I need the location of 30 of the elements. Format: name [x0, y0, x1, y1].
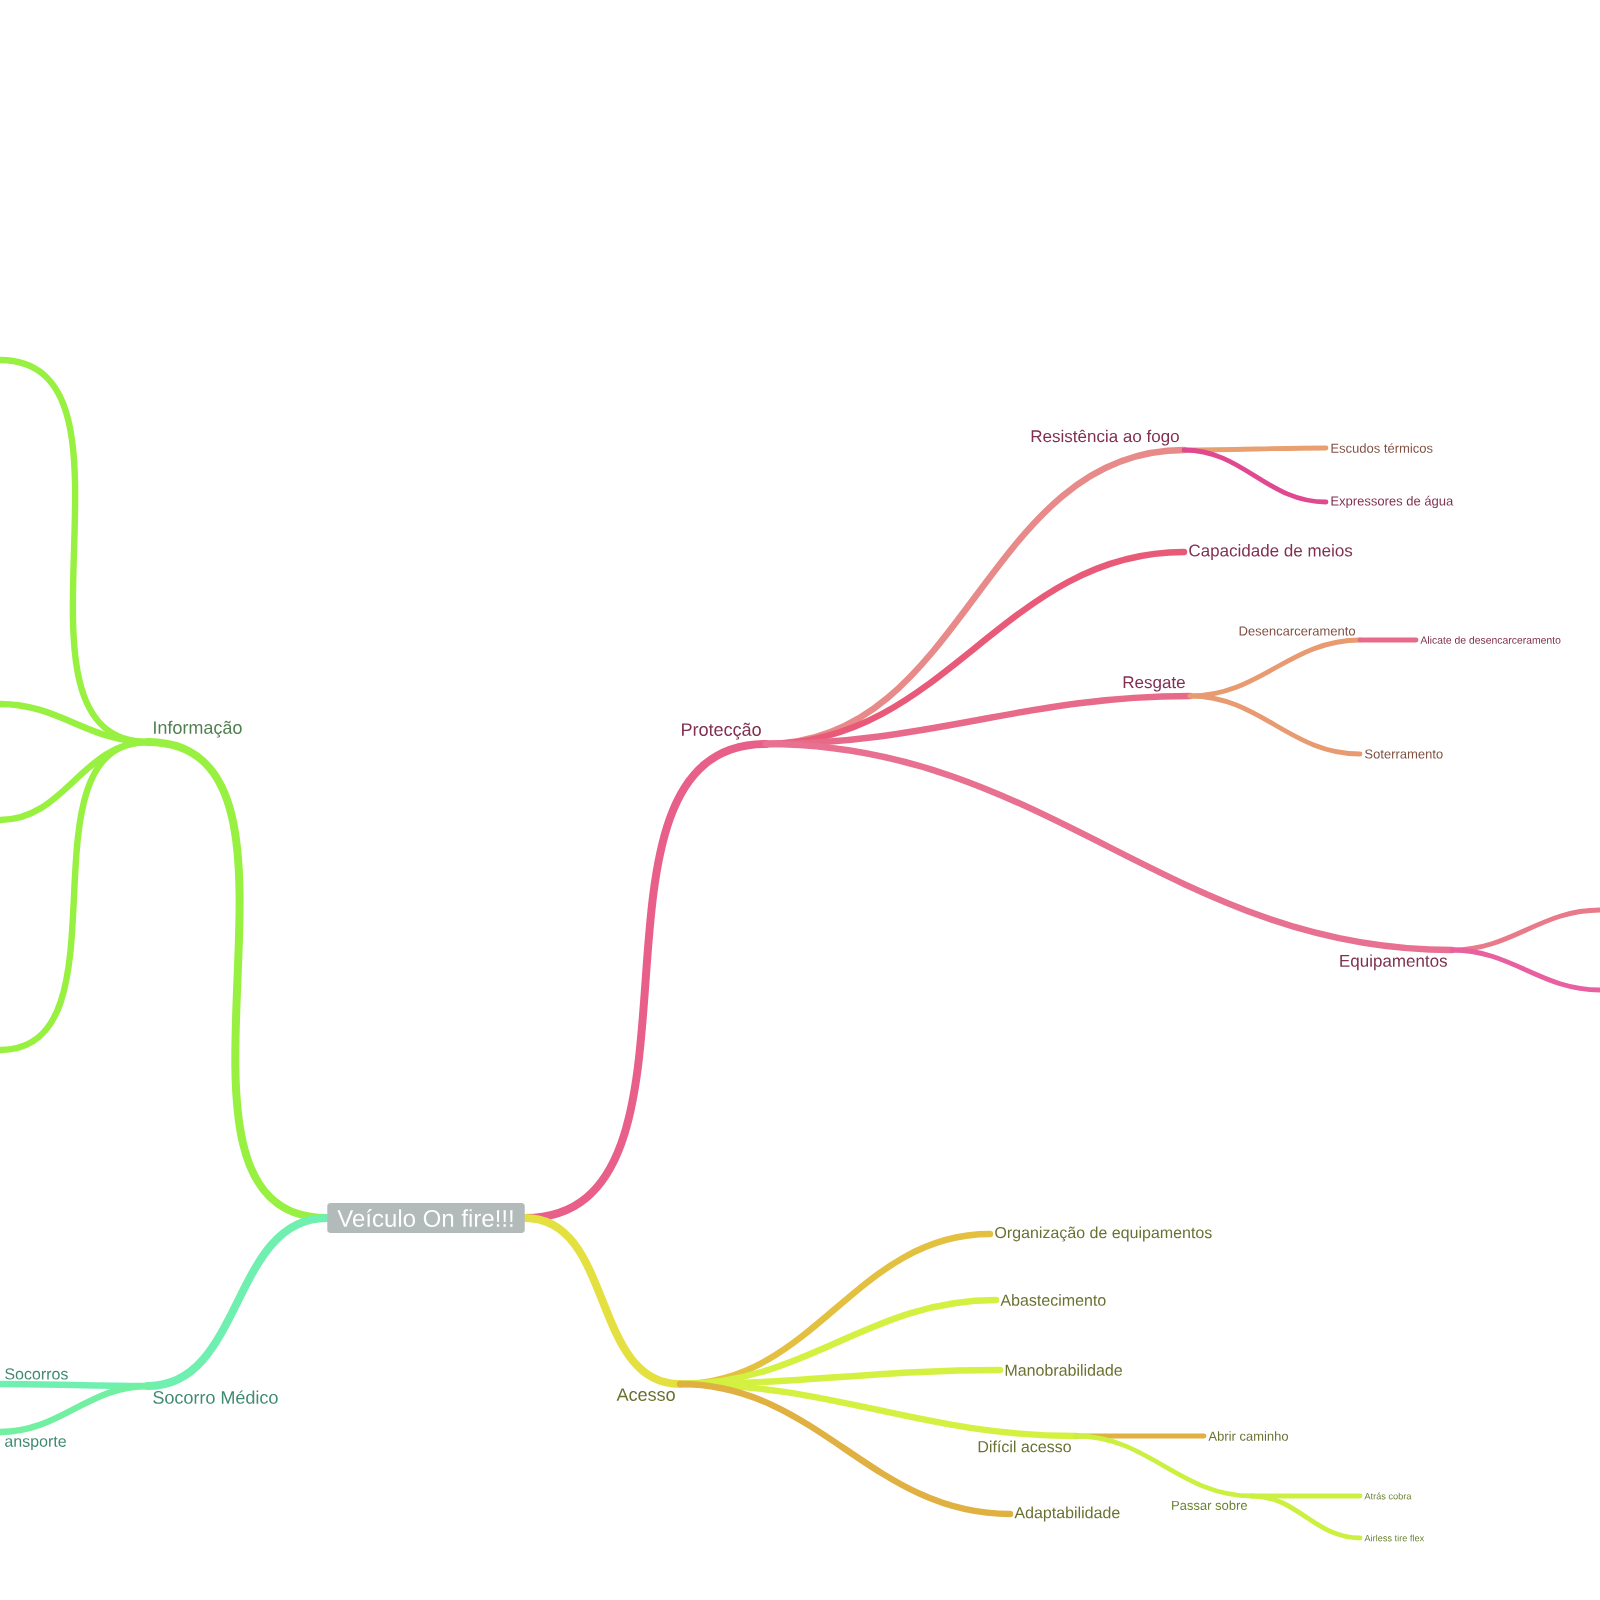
- branch-line: [1449, 947, 1600, 993]
- topic-label: Organização de equipamentos: [995, 1226, 1212, 1242]
- branch-line: [521, 1214, 684, 1388]
- branch-line: [762, 740, 1456, 954]
- topic-label: ansporte: [5, 1436, 66, 1451]
- branch-line: [0, 1382, 152, 1436]
- branch-line: [1187, 693, 1363, 757]
- topic-label: Equipamentos: [1340, 954, 1447, 971]
- branch-line: [676, 1380, 1014, 1518]
- central-topic-box: Veículo On fire!!!: [327, 1203, 525, 1233]
- topic-label: Resistência ao fogo: [1031, 429, 1179, 446]
- branch-line: [1449, 907, 1600, 953]
- topic-label: Difícil acesso: [978, 1440, 1071, 1453]
- topic-label: Acesso: [616, 1388, 675, 1401]
- topic-label: Protecção: [682, 722, 761, 740]
- branch-line: [0, 738, 152, 1054]
- topic-label: Resgate: [1123, 676, 1185, 692]
- topic-label: Adaptabilidade: [1014, 1506, 1120, 1522]
- branch-line: [1249, 1493, 1363, 1541]
- topic-label: Manobrabilidade: [1005, 1364, 1122, 1376]
- topic-label: Informação: [154, 720, 242, 738]
- topic-label: Abastecimento: [1000, 1294, 1106, 1306]
- branch-line: [1357, 637, 1419, 643]
- branch-line: [144, 1214, 331, 1390]
- branch-line: [1187, 637, 1363, 699]
- topic-label: Socorro Médico: [153, 1390, 278, 1404]
- branch-line: [1181, 447, 1329, 505]
- topic-label: Socorros: [5, 1368, 68, 1380]
- branch-line: [1073, 1433, 1255, 1499]
- topic-label: Capacidade de meios: [1189, 544, 1353, 560]
